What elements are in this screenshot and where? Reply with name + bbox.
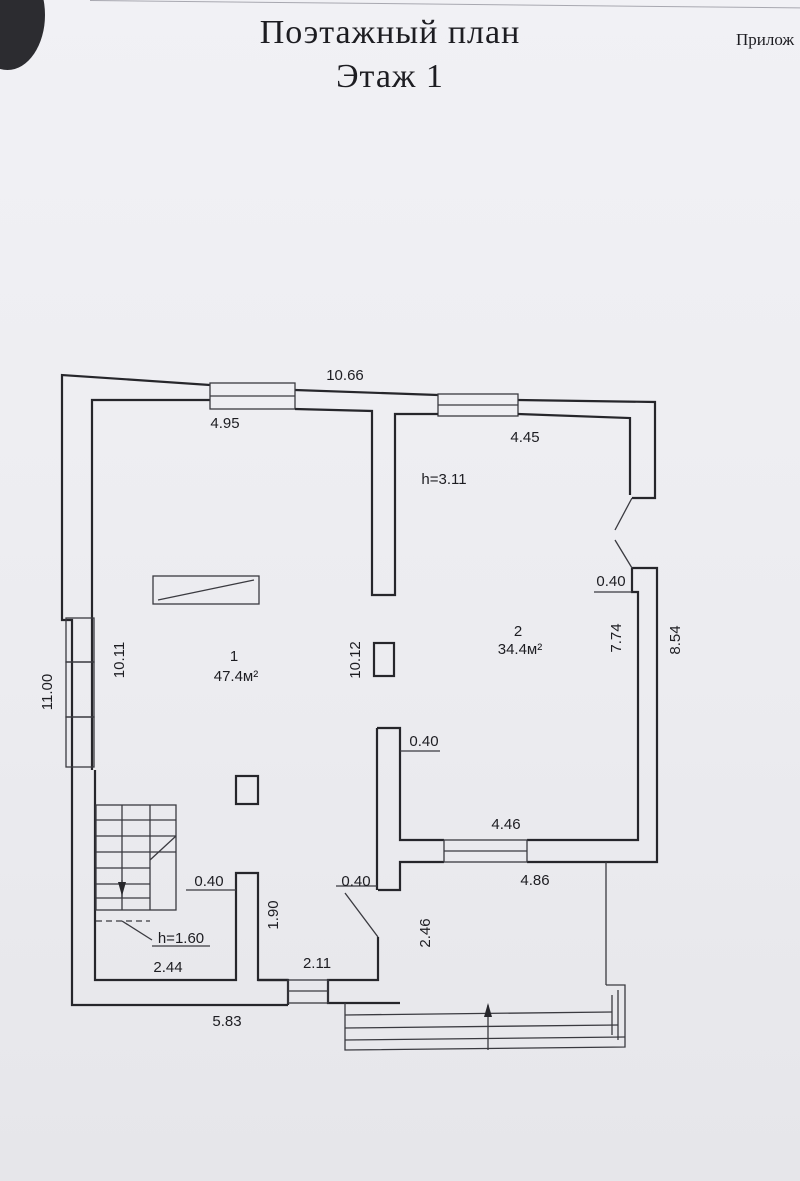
inner-wall-left-room (90, 398, 210, 620)
window-left-upper (65, 617, 95, 663)
dim-wall-mid: 0.40 (409, 733, 438, 750)
outer-wall-top-mid (294, 388, 439, 397)
column-left (234, 774, 260, 806)
dim-mid-partition: 10.12 (347, 641, 364, 679)
dim-bottom-left: 5.83 (212, 1013, 241, 1030)
appendix-note: Прилож (736, 30, 795, 49)
dim-top-right: 4.45 (510, 429, 539, 446)
dim-wall-right: 0.40 (596, 573, 625, 590)
dim-bottom-right-inner: 4.46 (491, 816, 520, 833)
height-stair: h=1.60 (158, 930, 204, 947)
vestibule-door-swing (344, 892, 379, 938)
dim-bottom-right-outer: 4.86 (520, 872, 549, 889)
dim-top-total: 10.66 (326, 367, 364, 384)
dim-vestibule-side: 2.46 (417, 918, 434, 947)
vestibule-left (258, 978, 290, 1005)
vestibule-wall (326, 937, 400, 1005)
dim-right-outer: 8.54 (667, 625, 684, 654)
inner-wall-room2-right (517, 412, 632, 495)
inner-wall-room2-right-lower (527, 568, 640, 842)
skylight (152, 575, 260, 605)
window-left-mid (65, 661, 95, 718)
plan-title: Поэтажный план (259, 14, 521, 51)
central-partition-lower (377, 726, 444, 842)
outer-wall-right (527, 566, 659, 864)
dim-wall-bottom-mid: 0.40 (341, 873, 370, 890)
dim-left-outer: 11.00 (39, 674, 56, 710)
room-1-number: 1 (230, 648, 238, 665)
dim-right-inner: 7.74 (608, 623, 625, 652)
dim-wall-bottom-left: 0.40 (194, 873, 223, 890)
outer-wall-top-right (517, 398, 657, 500)
outer-wall-outline (60, 373, 288, 1007)
door-swing (614, 497, 633, 531)
dim-top-left: 4.95 (210, 415, 239, 432)
dim-vestibule-depth: 1.90 (265, 900, 282, 929)
room-2-area: 34.4м² (498, 641, 543, 658)
outer-wall-bottom-mid (378, 860, 444, 892)
staircase (95, 804, 177, 941)
dim-stair-width: 2.44 (153, 959, 182, 976)
central-partition-upper (294, 407, 438, 597)
terrace-steps (344, 984, 626, 1051)
dim-left-inner: 10.11 (111, 642, 128, 678)
room-1-area: 47.4м² (214, 668, 259, 685)
room-2-number: 2 (514, 623, 522, 640)
column-mid (372, 641, 396, 678)
height-room2: h=3.11 (421, 471, 466, 488)
window-left-lower (65, 716, 95, 768)
dim-vestibule-width: 2.11 (303, 955, 331, 972)
floor-label: Этаж 1 (336, 58, 444, 95)
